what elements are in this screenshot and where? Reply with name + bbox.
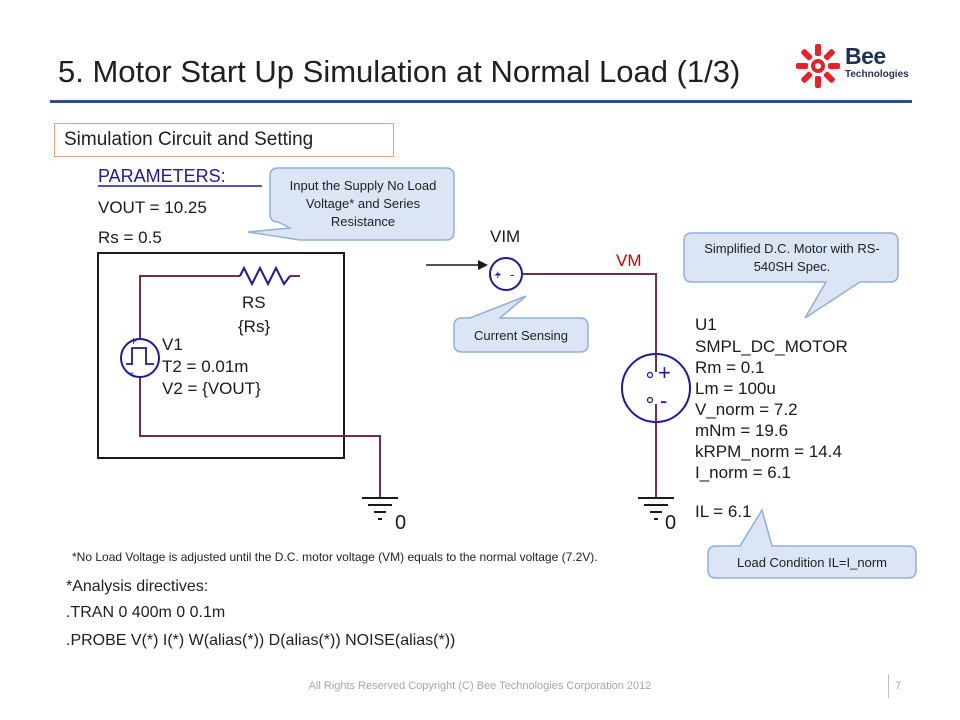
ground-label-right: 0 bbox=[665, 512, 676, 534]
callout-motor bbox=[683, 232, 899, 319]
u1-param-vnorm: V_norm = 7.2 bbox=[695, 400, 798, 419]
callout-load bbox=[707, 508, 917, 579]
ground-symbol-left bbox=[362, 497, 398, 520]
arrow-to-vim bbox=[426, 260, 488, 270]
v1-v2: V2 = {VOUT} bbox=[162, 379, 261, 398]
u1-param-rm: Rm = 0.1 bbox=[695, 358, 764, 377]
bee-logo-icon bbox=[796, 44, 840, 88]
u1-param-il: IL = 6.1 bbox=[695, 502, 752, 521]
u1-param-inorm: I_norm = 6.1 bbox=[695, 463, 791, 482]
directive-tran: .TRAN 0 400m 0 0.1m bbox=[66, 604, 226, 621]
circuit-wires bbox=[139, 273, 657, 498]
no-load-voltage-footnote: *No Load Voltage is adjusted until the D… bbox=[72, 550, 598, 564]
callout-current bbox=[453, 295, 589, 353]
section-label: Simulation Circuit and Setting bbox=[64, 129, 314, 150]
page-number: 7 bbox=[895, 680, 902, 692]
section-label-box: Simulation Circuit and Setting bbox=[54, 123, 394, 157]
vim-minus-sign: - bbox=[510, 267, 514, 282]
motor-minus-sign: - bbox=[660, 388, 667, 413]
copyright-footer: All Rights Reserved Copyright (C) Bee Te… bbox=[308, 680, 652, 692]
ground-label-left: 0 bbox=[395, 512, 406, 534]
u1-model: SMPL_DC_MOTOR bbox=[695, 337, 848, 356]
dc-motor-u1-icon bbox=[621, 353, 691, 423]
directive-probe: .PROBE V(*) I(*) W(alias(*)) D(alias(*))… bbox=[66, 632, 456, 649]
param-vout: VOUT = 10.25 bbox=[98, 198, 207, 217]
u1-param-lm: Lm = 100u bbox=[695, 379, 776, 398]
u1-name: U1 bbox=[695, 315, 717, 334]
slide-title: 5. Motor Start Up Simulation at Normal L… bbox=[58, 54, 741, 89]
resistor-rs-symbol bbox=[239, 265, 291, 287]
callout-motor-text: Simplified D.C. Motor with RS-540SH Spec… bbox=[704, 241, 880, 274]
ground-symbol-right bbox=[638, 497, 674, 520]
current-sensor-vim-icon bbox=[489, 257, 523, 291]
parameters-frame bbox=[97, 252, 345, 459]
parameters-header: PARAMETERS: bbox=[98, 166, 226, 186]
logo-subtitle: Technologies bbox=[845, 69, 909, 80]
pulse-source-v1-icon bbox=[120, 338, 160, 378]
directives-header: *Analysis directives: bbox=[66, 578, 209, 595]
resistor-rs-value: {Rs} bbox=[238, 317, 270, 336]
resistor-rs-name: RS bbox=[242, 293, 266, 312]
vim-name: VIM bbox=[490, 227, 520, 246]
v1-minus-sign: - bbox=[130, 365, 134, 379]
u1-param-mnm: mNm = 19.6 bbox=[695, 421, 788, 440]
v1-plus-sign: + bbox=[130, 334, 137, 348]
callout-supply-text: Input the Supply No Load Voltage* and Se… bbox=[289, 178, 437, 229]
net-label-vm: VM bbox=[616, 251, 642, 270]
page-number-divider bbox=[888, 674, 889, 698]
logo-wordmark: Bee bbox=[845, 43, 886, 69]
u1-param-krpm: kRPM_norm = 14.4 bbox=[695, 442, 842, 461]
callout-current-text: Current Sensing bbox=[474, 328, 568, 343]
callout-supply bbox=[247, 167, 455, 241]
title-divider bbox=[50, 100, 912, 103]
vim-plus-sign: + bbox=[494, 267, 502, 282]
v1-t2: T2 = 0.01m bbox=[162, 357, 248, 376]
v1-name: V1 bbox=[162, 335, 183, 354]
motor-plus-sign: + bbox=[658, 360, 671, 385]
callout-load-text: Load Condition IL=I_norm bbox=[737, 555, 887, 570]
bee-technologies-logo: Bee Technologies bbox=[793, 42, 915, 90]
param-rs: Rs = 0.5 bbox=[98, 228, 162, 247]
